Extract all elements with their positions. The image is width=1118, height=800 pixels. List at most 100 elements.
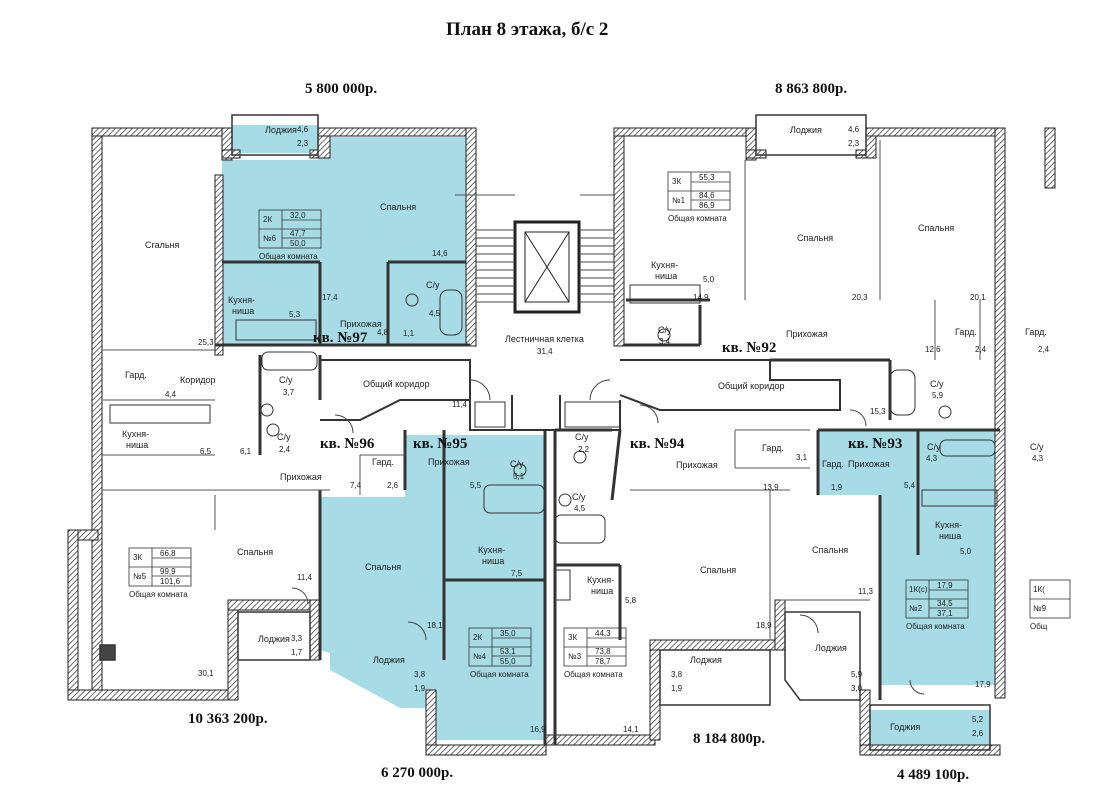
room-kitchen-5-a: Кухня- <box>122 429 149 439</box>
card-9-type: 1К( <box>1033 585 1045 594</box>
area-hall-94: 13,9 <box>763 483 779 492</box>
room-lodzhia-93: Годжия <box>890 722 920 732</box>
area-bedroom-92a: 20,3 <box>852 293 868 302</box>
room-bedroom-west: Сгальня <box>145 240 180 250</box>
area-lodzhia-93-a: 5,2 <box>972 715 984 724</box>
area-kitchen-94: 5,8 <box>625 596 637 605</box>
card-3-b: 73,8 <box>595 647 611 656</box>
card-5-c: 101,6 <box>160 577 181 586</box>
zone-apt-93-top <box>818 430 920 495</box>
area-gard-97: 1,1 <box>403 329 415 338</box>
area-lodzhia-93w-a: 5,9 <box>851 670 863 679</box>
zone-lodzhia-97 <box>232 125 318 153</box>
area-kitchen-97: 5,3 <box>289 310 301 319</box>
room-su-94a: С/у <box>575 432 589 442</box>
room-bedroom-95: Спальня <box>365 562 401 572</box>
area-hall-92: 12,6 <box>925 345 941 354</box>
zone-apt-97-lower <box>222 262 388 344</box>
card-9-room: Общ <box>1030 622 1048 631</box>
partition-lines <box>102 140 981 640</box>
card-4-room: Общая комната <box>470 670 529 679</box>
card-apt-9 <box>1029 579 1071 619</box>
area-kitchen-93: 5,0 <box>960 547 972 556</box>
room-lodzhia-93w: Лоджия <box>815 643 847 653</box>
room-bedroom-92a: Спальня <box>797 233 833 243</box>
card-5-type: 3К <box>133 553 142 562</box>
room-lodzhia-5: Лоджия <box>258 634 290 644</box>
room-kitchen-97-b: ниша <box>232 306 254 316</box>
room-stair-hall: Лестничная клетка <box>505 334 584 344</box>
room-kitchen-94-b: ниша <box>591 586 613 596</box>
area-lodzhia-92-a: 4,6 <box>848 125 860 134</box>
apt-label-92: кв. №92 <box>722 340 776 356</box>
area-su-94a: 2,2 <box>578 445 590 454</box>
room-su-96a: С/у <box>279 375 293 385</box>
area-lodzhia-94-b: 1,9 <box>671 684 683 693</box>
area-lodzhia-5-b: 1,7 <box>291 648 303 657</box>
price-apartment-97: 5 800 000р. <box>305 81 378 97</box>
room-kitchen-95-a: Кухня- <box>478 545 505 555</box>
area-gard-east: 2,4 <box>1038 345 1050 354</box>
area-bedroom-97: 14,6 <box>432 249 448 258</box>
area-bedroom-94: 18,9 <box>756 621 772 630</box>
area-su-east: 5,9 <box>932 391 944 400</box>
area-lodzhia-93-b: 2,6 <box>972 729 984 738</box>
room-hall-95: Прихожая <box>428 457 470 467</box>
area-hall-93: 5,4 <box>904 481 916 490</box>
room-bedroom-93: Спальня <box>812 545 848 555</box>
card-2-num: №2 <box>909 604 923 613</box>
card-1-type: 3К <box>672 177 681 186</box>
area-corridor-w: 11,4 <box>452 400 468 409</box>
card-1-c: 86,9 <box>699 201 715 210</box>
area-hall-97: 4,8 <box>377 328 389 337</box>
card-2-type: 1К(с) <box>909 585 928 594</box>
area-bedroom-93: 11,3 <box>858 587 874 596</box>
area-su-93: 4,3 <box>926 454 938 463</box>
apt-label-97: кв. №97 <box>313 330 368 346</box>
room-hall-93: Прихожая <box>848 459 890 469</box>
room-kitchen-5-b: ниша <box>126 440 148 450</box>
zone-apt-93-kitchen <box>920 430 998 495</box>
room-kitchen-94-a: Кухня- <box>587 575 614 585</box>
card-6-b: 47,7 <box>290 229 306 238</box>
room-gard-92: Гард. <box>955 327 977 337</box>
stair-treads <box>476 229 614 303</box>
card-4-b: 53,1 <box>500 647 516 656</box>
room-bedroom-97: Спальня <box>380 202 416 212</box>
area-kitchen-95: 7,5 <box>511 569 523 578</box>
room-kitchen-93-b: ниша <box>939 531 961 541</box>
area-gard-94: 3,1 <box>796 453 808 462</box>
room-lodzhia-94: Лоджия <box>690 655 722 665</box>
area-living-94: 14,1 <box>623 725 639 734</box>
apt-label-95: кв. №95 <box>413 436 467 452</box>
card-2-a: 17,9 <box>937 581 953 590</box>
door-swings <box>291 379 925 695</box>
room-su-east: С/у <box>930 379 944 389</box>
card-3-type: 3К <box>568 633 577 642</box>
area-kitchen-92: 5,0 <box>703 275 715 284</box>
area-lodzhia-95-b: 1,9 <box>414 684 426 693</box>
card-3-c: 78,7 <box>595 657 611 666</box>
room-kitchen-97-a: Кухня- <box>228 295 255 305</box>
room-su-96b: С/у <box>277 432 291 442</box>
card-6-c: 50,0 <box>290 239 306 248</box>
area-living-92: 14,9 <box>693 293 709 302</box>
area-living-93: 17,9 <box>975 680 991 689</box>
page-title: План 8 этажа, б/с 2 <box>446 19 609 40</box>
elevator-shaft <box>513 220 581 314</box>
card-6-a: 32,0 <box>290 211 306 220</box>
area-su-94b: 4,5 <box>574 504 586 513</box>
room-su-92: С/у <box>658 325 672 335</box>
apt-label-94: кв. №94 <box>630 436 685 452</box>
card-4-num: №4 <box>473 652 487 661</box>
area-lodzhia-97-a: 4,6 <box>297 125 309 134</box>
area-lodzhia-94-a: 3,8 <box>671 670 683 679</box>
area-hall-5: 7,4 <box>350 481 362 490</box>
room-bedroom-94: Спальня <box>700 565 736 575</box>
area-lodzhia-97-b: 2,3 <box>297 139 309 148</box>
area-stair: 31,4 <box>537 347 553 356</box>
area-bedroom-92b: 20,1 <box>970 293 986 302</box>
room-su-94b: С/у <box>572 492 586 502</box>
card-5-a: 66,8 <box>160 549 176 558</box>
